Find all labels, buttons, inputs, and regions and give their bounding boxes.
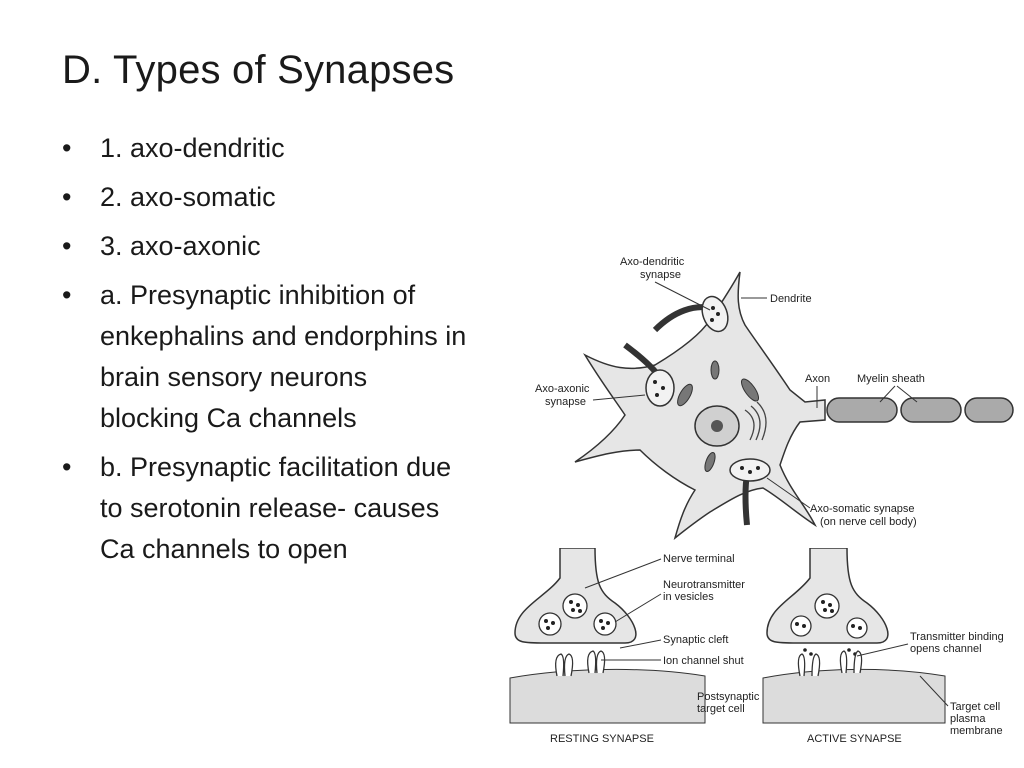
- axo-somatic-axon: [742, 474, 750, 526]
- resting-synapse: RESTING SYNAPSE: [509, 548, 706, 745]
- label-axo-dendritic: Axo-dendritic: [620, 256, 685, 268]
- organelle: [710, 360, 720, 380]
- label-myelin-sheath: Myelin sheath: [857, 373, 925, 385]
- label-axo-somatic-2: (on nerve cell body): [820, 516, 917, 528]
- bullet-presynaptic-inhibition: •a. Presynaptic inhibition of enkephalin…: [62, 275, 472, 439]
- nucleolus: [711, 420, 723, 432]
- bullet-dot: •: [62, 182, 72, 212]
- bullet-dot: •: [62, 231, 72, 261]
- axo-dendritic-terminal: [701, 295, 729, 333]
- bullet-axo-somatic: •2. axo-somatic: [62, 177, 472, 218]
- leader-line: [614, 593, 662, 623]
- leader-line: [896, 385, 918, 403]
- leader-line: [856, 643, 909, 657]
- label-postsynaptic-2: target cell: [697, 703, 745, 715]
- bullet-axo-dendritic: •1. axo-dendritic: [62, 128, 472, 169]
- golgi: [744, 401, 767, 441]
- active-postsynaptic-cell: [762, 668, 946, 724]
- bullet-dot: •: [62, 452, 72, 482]
- organelle: [704, 452, 716, 472]
- label-target-cell: Target cell: [950, 701, 1000, 713]
- label-dendrite: Dendrite: [770, 293, 812, 305]
- label-postsynaptic: Postsynaptic: [697, 691, 760, 703]
- bullet-dot: •: [62, 280, 72, 310]
- slide-title: D. Types of Synapses: [62, 48, 455, 92]
- ion-channel-open: [839, 650, 863, 674]
- ion-channel: [555, 653, 574, 677]
- myelin-segment: [964, 397, 1014, 423]
- bullet-dot: •: [62, 133, 72, 163]
- active-synapse: ACTIVE SYNAPSE: [762, 548, 946, 745]
- label-resting-synapse: RESTING SYNAPSE: [550, 733, 654, 745]
- label-axo-axonic: Axo-axonic: [535, 383, 590, 395]
- vesicle: [562, 593, 588, 619]
- label-neurotransmitter: Neurotransmitter: [663, 579, 745, 591]
- leader-line: [584, 558, 662, 589]
- leader-line: [654, 281, 711, 311]
- label-active-synapse: ACTIVE SYNAPSE: [807, 733, 902, 745]
- label-ion-channel-shut: Ion channel shut: [663, 655, 744, 667]
- myelin-segment: [900, 397, 962, 423]
- leader-line: [879, 385, 896, 403]
- ion-channel-open: [797, 653, 821, 677]
- label-target-cell-3: membrane: [950, 725, 1003, 737]
- label-axo-somatic: Axo-somatic synapse: [810, 503, 915, 515]
- label-axo-axonic-2: synapse: [545, 396, 586, 408]
- synapse-panels: RESTING SYNAPSE Nerve terminal Neurotran…: [509, 548, 1004, 745]
- vesicle: [538, 612, 562, 636]
- label-transmitter-binding-2: opens channel: [910, 643, 982, 655]
- label-target-cell-2: plasma: [950, 713, 986, 725]
- neuron-diagram: Axo-dendritic synapse Dendrite Axo-axoni…: [535, 256, 1014, 540]
- label-axo-dendritic-2: synapse: [640, 269, 681, 281]
- resting-postsynaptic-cell: [509, 668, 706, 724]
- myelin-segment: [826, 397, 898, 423]
- axo-axonic-terminal: [645, 369, 675, 407]
- label-axon: Axon: [805, 373, 830, 385]
- neuron-cell-body: [574, 271, 826, 540]
- label-neurotransmitter-2: in vesicles: [663, 591, 714, 603]
- label-synaptic-cleft: Synaptic cleft: [663, 634, 728, 646]
- ion-channel: [587, 650, 606, 674]
- vesicle: [846, 617, 868, 639]
- leader-line: [919, 675, 949, 707]
- label-transmitter-binding: Transmitter binding: [910, 631, 1004, 643]
- bullet-presynaptic-facilitation: •b. Presynaptic facilitation due to sero…: [62, 447, 472, 570]
- vesicle: [814, 593, 840, 619]
- vesicle: [790, 615, 812, 637]
- leader-line: [766, 477, 811, 509]
- organelle: [740, 378, 760, 402]
- vesicle: [593, 612, 617, 636]
- label-nerve-terminal: Nerve terminal: [663, 553, 735, 565]
- bullet-list: •1. axo-dendritic •2. axo-somatic •3. ax…: [62, 128, 472, 578]
- leader-line: [619, 639, 662, 649]
- bullet-axo-axonic: •3. axo-axonic: [62, 226, 472, 267]
- leader-line: [592, 394, 646, 401]
- organelle: [677, 383, 693, 407]
